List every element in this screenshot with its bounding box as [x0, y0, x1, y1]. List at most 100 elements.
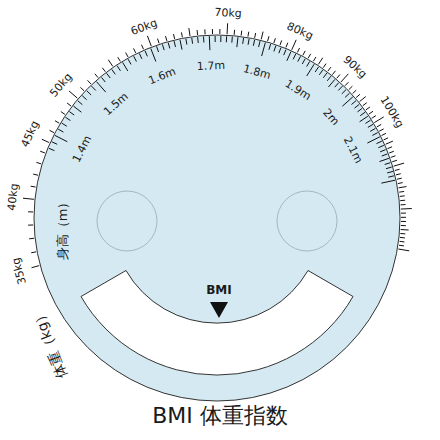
height-tick: [382, 154, 388, 156]
weight-tick: [323, 64, 326, 68]
weight-tick: [189, 28, 190, 36]
weight-axis-label: 体重（kg）: [30, 308, 69, 381]
weight-tick: [241, 31, 243, 36]
height-tick: [335, 83, 339, 87]
weight-tick: [261, 32, 263, 40]
weight-tick: [401, 217, 406, 218]
weight-tick: [372, 116, 376, 119]
height-tick: [231, 37, 233, 43]
weight-tick: [397, 178, 402, 179]
weight-tick: [369, 111, 373, 114]
height-tick: [284, 50, 286, 56]
height-tick: [248, 39, 249, 45]
weight-tick: [360, 97, 366, 102]
weight-tick: [398, 249, 409, 251]
weight-tick: [401, 213, 406, 214]
weight-tick: [384, 138, 389, 140]
height-tick: [360, 112, 365, 115]
height-tick: [253, 40, 254, 46]
weight-tick: [88, 80, 91, 84]
weight-tick: [292, 40, 296, 50]
weight-tick: [33, 174, 38, 175]
height-tick: [298, 56, 301, 61]
height-tick: [385, 163, 391, 165]
height-tick: [128, 59, 131, 64]
height-tick: [145, 51, 147, 57]
weight-tick: [219, 29, 220, 34]
height-tick: [73, 106, 81, 112]
height-tick: [388, 176, 394, 177]
scale-ticks: [23, 23, 412, 267]
weight-tick: [126, 53, 128, 57]
weight-tick: [227, 23, 229, 34]
height-tick: [139, 53, 142, 58]
weight-tick: [399, 191, 404, 193]
weight-tick: [396, 174, 401, 175]
weight-tick: [118, 57, 121, 61]
height-tick: [65, 117, 70, 120]
height-tick: [197, 37, 199, 43]
weight-tick: [28, 211, 33, 212]
height-tick: [209, 36, 211, 50]
height-tick: [215, 36, 216, 42]
height-tick: [92, 86, 96, 90]
height-tick: [323, 73, 327, 78]
weight-tick: [69, 91, 77, 98]
weight-tick: [134, 48, 136, 52]
weight-tick: [280, 40, 282, 45]
height-tick: [87, 91, 91, 95]
weight-tick: [313, 57, 316, 61]
height-tick: [123, 62, 128, 71]
height-tick: [355, 104, 360, 108]
weight-tick: [392, 160, 397, 162]
height-tick: [168, 43, 170, 49]
height-tick: [345, 93, 349, 97]
height-tick: [151, 48, 156, 61]
weight-tick: [401, 208, 412, 210]
smile-window: [81, 271, 353, 376]
weight-label: 35kg: [10, 256, 28, 285]
height-tick: [367, 137, 380, 143]
height-tick: [274, 46, 276, 52]
weight-tick: [297, 48, 299, 53]
height-tick: [242, 38, 244, 44]
height-tick: [380, 150, 386, 152]
height-tick: [342, 90, 346, 94]
weight-tick: [108, 60, 113, 67]
height-tick: [52, 142, 57, 145]
eye-circle: [277, 191, 337, 251]
weight-tick: [29, 238, 34, 240]
weight-tick: [401, 221, 406, 222]
dial-disk: [34, 35, 400, 401]
weight-tick: [174, 34, 175, 39]
height-tick: [107, 73, 111, 78]
weight-tick: [40, 151, 45, 153]
height-tick: [191, 38, 193, 44]
height-tick: [78, 101, 83, 105]
height-tick: [338, 86, 342, 90]
height-tick: [186, 39, 187, 45]
height-tick: [319, 70, 322, 75]
height-tick: [134, 56, 137, 61]
height-tick: [368, 124, 373, 127]
height-tick: [96, 82, 105, 92]
weight-label: 100kg: [379, 94, 406, 129]
weight-tick: [31, 186, 36, 188]
weight-tick: [366, 107, 370, 110]
weight-tick: [400, 200, 405, 201]
weight-tick: [308, 54, 310, 58]
height-axis-label: 身高（m）: [56, 196, 69, 261]
weight-tick: [318, 58, 322, 65]
weight-tick: [374, 117, 383, 123]
weight-tick: [341, 74, 348, 82]
weight-label: 40kg: [6, 183, 20, 211]
weight-tick: [353, 90, 357, 93]
weight-tick: [36, 162, 41, 163]
weight-tick: [23, 198, 34, 199]
weight-tick: [399, 245, 404, 247]
weight-tick: [61, 112, 65, 115]
height-tick: [370, 128, 375, 131]
height-tick: [293, 54, 296, 59]
height-tick: [327, 76, 331, 81]
